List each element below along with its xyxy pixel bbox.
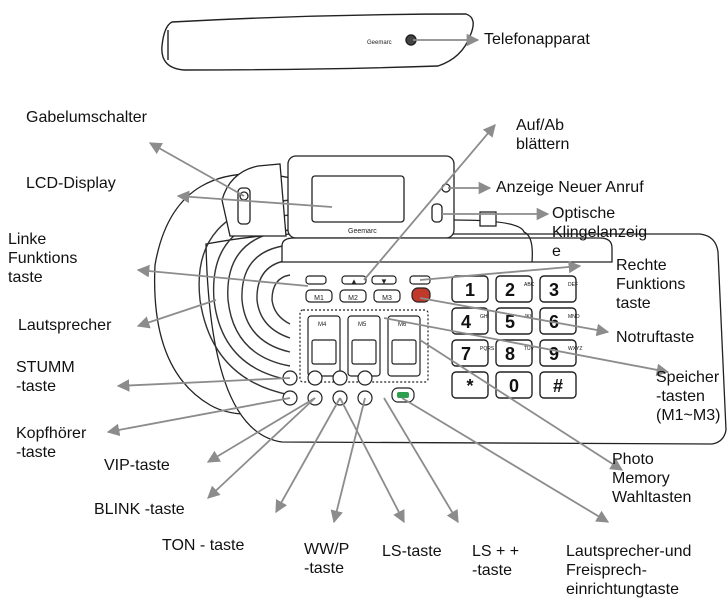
leader-photo — [419, 339, 624, 471]
leader-vip — [206, 397, 316, 463]
keypad-key — [495, 275, 533, 303]
flash-button — [332, 370, 348, 386]
svg-text:M6: M6 — [398, 322, 407, 328]
vip-button — [307, 370, 323, 386]
svg-text:M2: M2 — [348, 295, 358, 302]
keypad-letters: TUV — [524, 346, 535, 352]
svg-text:M1: M1 — [314, 295, 324, 302]
keypad-letters: DEF — [568, 282, 578, 288]
svg-text:M4: M4 — [318, 322, 327, 328]
leader-wwp — [330, 397, 366, 524]
left-function-key — [305, 275, 327, 285]
leader-lcd — [176, 190, 333, 208]
base-logo: Geemarc — [348, 228, 377, 235]
keypad-key — [495, 371, 533, 399]
label-speichertasten: Speicher-tasten(M1~M3) — [656, 369, 721, 424]
keypad-key — [539, 307, 577, 335]
leader-rechte — [419, 260, 582, 281]
leader-stumm — [116, 377, 291, 392]
handset: Geemarc — [161, 13, 474, 71]
keypad-digit: * — [466, 376, 473, 396]
label-kopfhoerer-taste: Kopfhörer-taste — [16, 425, 87, 461]
keypad-digit: 4 — [461, 312, 471, 332]
keypad-letters: GHI — [480, 314, 489, 320]
keypad-digit: # — [553, 376, 563, 396]
leader-aufab — [363, 124, 496, 281]
leader-lspp — [383, 397, 459, 524]
memory-key-2 — [339, 289, 367, 303]
svg-text:▼: ▼ — [380, 277, 388, 286]
label-anzeige-neuer-anruf: Anzeige Neuer Anruf — [496, 179, 644, 196]
keypad-key — [451, 339, 489, 367]
label-lcd-display: LCD-Display — [26, 175, 116, 192]
leader-lsf — [401, 397, 610, 523]
label-stumm-taste: STUMM-taste — [16, 359, 75, 395]
keypad-digit: 2 — [505, 280, 515, 300]
memory-key-1 — [305, 289, 333, 303]
label-vip-taste: VIP-taste — [104, 457, 170, 474]
svg-text:M5: M5 — [358, 322, 367, 328]
down-key — [371, 275, 397, 285]
keypad-key — [539, 371, 577, 399]
handset-logo: Geemarc — [367, 40, 392, 46]
keypad-digit: 3 — [549, 280, 559, 300]
leader-notruf — [419, 297, 610, 337]
keypad-letters: MNO — [568, 314, 580, 320]
keypad-key — [495, 339, 533, 367]
leader-gabelumschalter — [148, 142, 245, 197]
keypad-digit: 7 — [461, 344, 471, 364]
keypad-key — [539, 339, 577, 367]
ring-indicator — [431, 203, 443, 223]
leader-blink — [207, 397, 316, 499]
label-wwp-taste: WW/P-taste — [304, 541, 350, 577]
photo-memory-keys: M4 M5 M6 — [299, 309, 429, 383]
svg-text:M3: M3 — [382, 295, 392, 302]
keypad-letters: WXYZ — [568, 346, 582, 352]
keypad-digit: 8 — [505, 344, 515, 364]
label-lspp-taste: LS + +-taste — [472, 543, 520, 579]
leader-ls — [339, 397, 405, 524]
keypad-letters: ABC — [524, 282, 535, 288]
cradle-slot — [281, 237, 613, 263]
label-gabelumschalter: Gabelumschalter — [26, 109, 147, 126]
leader-speicher — [383, 317, 670, 377]
leader-linke — [136, 264, 309, 287]
memory-key-3 — [373, 289, 401, 303]
up-key — [341, 275, 367, 285]
leader-kopfhoerer — [106, 397, 291, 437]
keypad-digit: 1 — [465, 280, 475, 300]
keypad-digit: 9 — [549, 344, 559, 364]
cord-connector — [479, 211, 497, 227]
tone-button — [357, 370, 373, 386]
lcd-screen — [311, 175, 405, 223]
label-ton-taste: TON - taste — [162, 537, 245, 554]
leader-lautsprecher — [136, 299, 217, 329]
label-blink-taste: BLINK -taste — [94, 501, 185, 518]
keypad-digit: 5 — [505, 312, 515, 332]
keypad-letters: PQRS — [480, 346, 495, 352]
keypad-key — [495, 307, 533, 335]
label-telefonapparat: Telefonapparat — [484, 31, 590, 48]
leader-ton — [275, 397, 341, 514]
label-lautsprecher: Lautsprecher — [18, 317, 112, 334]
leader-lines — [106, 33, 670, 524]
keypad-digit: 0 — [509, 376, 519, 396]
phone-base: Geemarc — [153, 155, 727, 445]
svg-text:▲: ▲ — [350, 277, 358, 286]
keypad-key — [539, 275, 577, 303]
label-ls-taste: LS-taste — [382, 543, 442, 560]
label-notruftaste: Notruftaste — [616, 329, 695, 346]
